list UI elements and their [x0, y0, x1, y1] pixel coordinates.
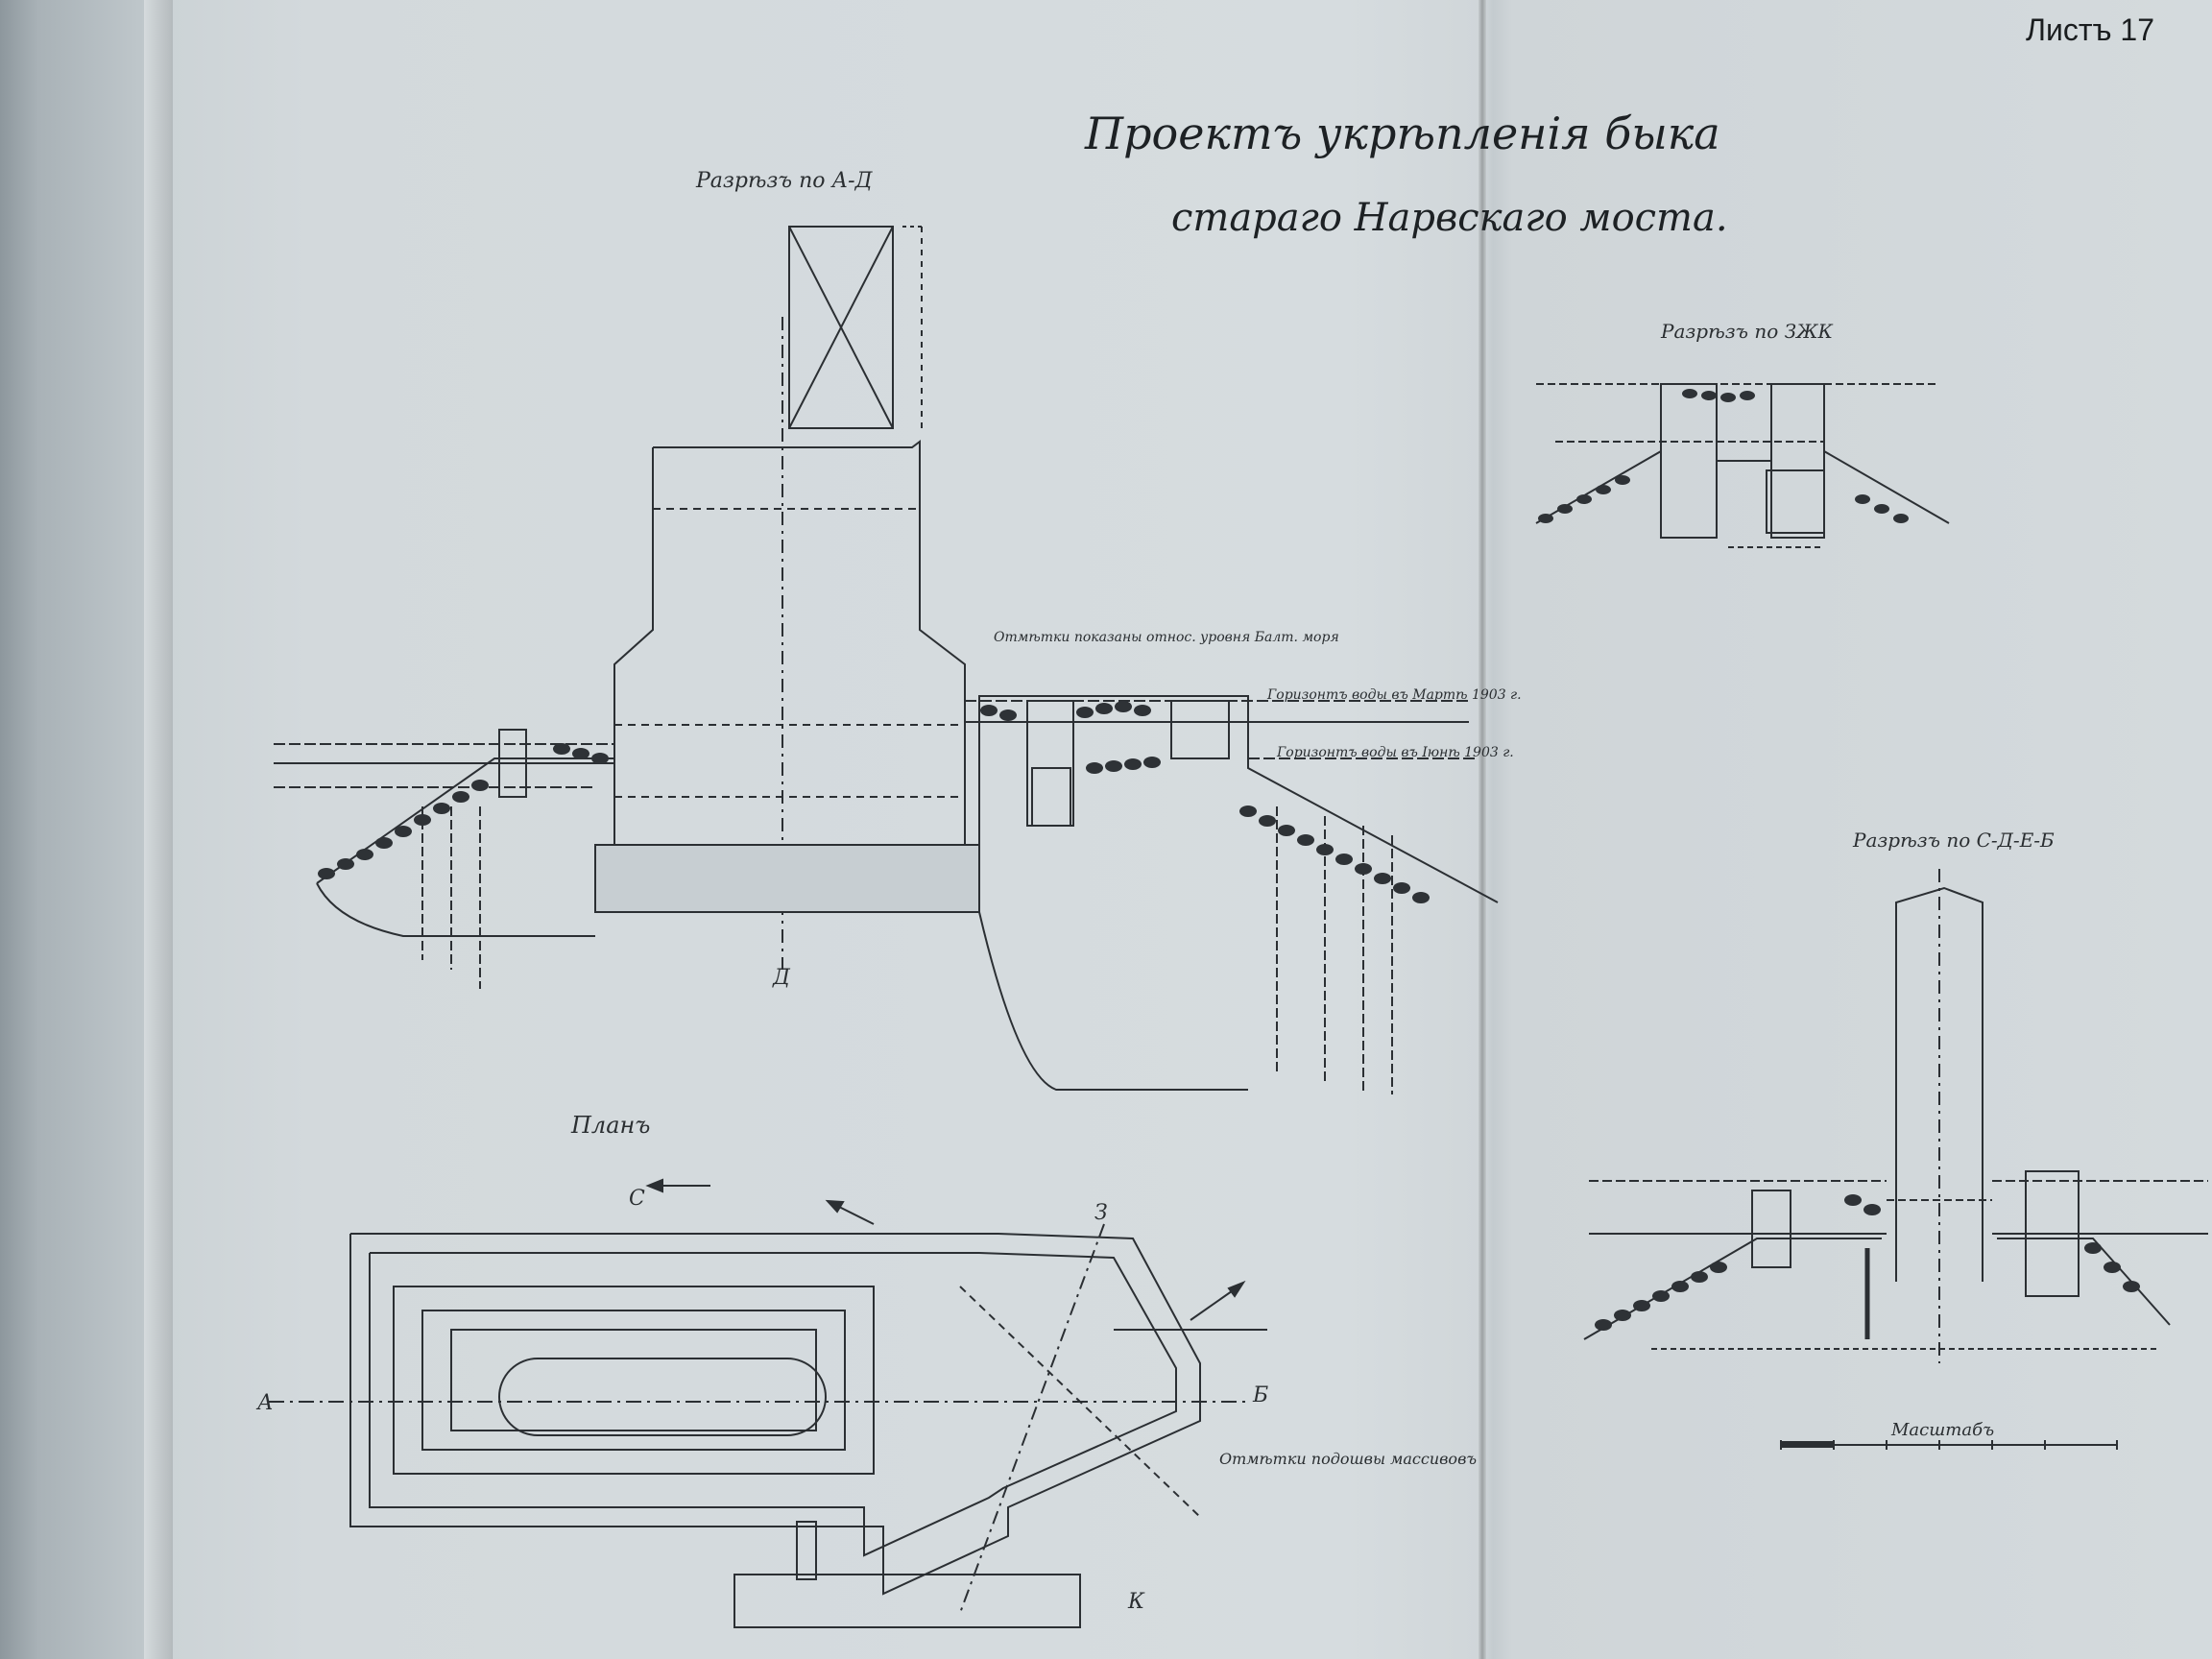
book-spine — [1479, 0, 1486, 1659]
label-z: З — [1094, 1201, 1108, 1225]
label-b: Б — [1252, 1383, 1268, 1407]
section-ad-drawing — [274, 226, 1499, 1094]
section-sdeb-drawing — [1583, 869, 2208, 1450]
sheet-number: Листъ 17 — [2026, 12, 2154, 47]
title-line-2: стараго Нарвскаго моста. — [1171, 196, 1728, 240]
label-c: С — [629, 1187, 645, 1211]
title-line-1: Проектъ укрѣпленія быка — [1084, 108, 1720, 159]
page-edge — [144, 0, 173, 1659]
riprap-stones — [318, 701, 1430, 903]
note-water-june: Горизонтъ воды въ Іюнѣ 1903 г. — [1276, 745, 1514, 760]
note-water-march: Горизонтъ воды въ Мартѣ 1903 г. — [1266, 687, 1522, 703]
plan-note: Отмѣтки подошвы массивовъ — [1219, 1450, 1477, 1468]
section-zhk-title: Разрѣзъ по ЗЖК — [1660, 320, 1834, 343]
plan-drawing — [269, 1178, 1267, 1628]
note-marks: Отмѣтки показаны относ. уровня Балт. мор… — [994, 630, 1339, 645]
scale-label: Масштабъ — [1890, 1420, 1994, 1440]
section-ad-title: Разрѣзъ по А-Д — [695, 169, 874, 193]
section-zhk-drawing — [1535, 383, 1950, 548]
label-a: А — [255, 1391, 274, 1415]
plan-title: Планъ — [570, 1112, 650, 1139]
label-k: К — [1127, 1590, 1145, 1614]
scale-bar — [1780, 1440, 2118, 1450]
section-sdeb-title: Разрѣзъ по С-Д-Е-Б — [1852, 829, 2055, 852]
label-d: Д — [772, 966, 791, 990]
